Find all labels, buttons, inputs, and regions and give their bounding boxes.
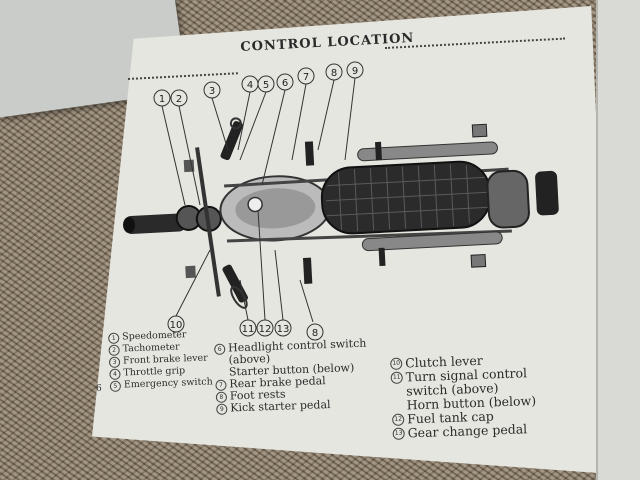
- svg-text:9: 9: [352, 66, 358, 77]
- throttle-grip: [220, 121, 243, 161]
- callout-10: 10: [167, 315, 185, 333]
- mirror-right: [229, 117, 242, 130]
- svg-text:6: 6: [282, 78, 288, 89]
- front-signal-left: [185, 265, 196, 279]
- frame-rail-bottom: [226, 229, 512, 243]
- callout-2: 2: [170, 89, 188, 107]
- manual-page: [92, 6, 612, 474]
- callout-5: 5: [257, 75, 275, 93]
- front-fender: [124, 213, 186, 234]
- seat: [320, 160, 492, 235]
- callout-1: 1: [153, 89, 171, 107]
- fuel-tank-cap: [247, 196, 263, 213]
- front-signal-right: [183, 159, 195, 173]
- svg-text:11: 11: [242, 324, 255, 335]
- gear-change-pedal: [302, 257, 313, 284]
- svg-text:2: 2: [176, 94, 182, 105]
- callout-9: 9: [346, 61, 364, 79]
- svg-text:10: 10: [170, 320, 183, 331]
- svg-text:4: 4: [247, 80, 253, 91]
- muffler-right: [357, 141, 498, 162]
- front-tire: [123, 217, 136, 234]
- page-number: 6: [96, 384, 102, 394]
- handlebar: [195, 147, 221, 297]
- callout-4: 4: [241, 75, 259, 93]
- callout-6: 6: [276, 73, 294, 91]
- svg-text:5: 5: [263, 80, 269, 91]
- callout-3: 3: [203, 81, 221, 99]
- rear-fender: [486, 169, 530, 229]
- facing-page: [596, 0, 640, 480]
- motorcycle-illustration: [123, 117, 559, 309]
- seat-pattern: [325, 164, 489, 232]
- svg-text:8: 8: [331, 68, 337, 79]
- kick-starter: [304, 141, 315, 166]
- rear-signal-left: [470, 253, 487, 268]
- callout-lines: [161, 77, 356, 323]
- svg-text:8: 8: [312, 328, 318, 339]
- foot-rest-left: [378, 247, 386, 267]
- callout-8-bottom: 8: [306, 323, 324, 341]
- foot-rest-right: [375, 141, 382, 161]
- svg-text:1: 1: [159, 94, 165, 105]
- callout-7: 7: [297, 67, 315, 85]
- callout-8-top: 8: [325, 63, 343, 81]
- callout-markers: 1 2 3 4 5 6 7 8 9 10 11 12 13 8: [153, 61, 364, 341]
- svg-text:12: 12: [259, 324, 272, 335]
- svg-text:3: 3: [209, 86, 215, 97]
- callout-12: 12: [256, 319, 274, 337]
- muffler-left: [361, 231, 503, 252]
- svg-text:7: 7: [303, 72, 309, 83]
- rear-tire: [535, 170, 559, 216]
- svg-text:13: 13: [277, 324, 290, 335]
- callout-13: 13: [274, 319, 292, 337]
- callout-11: 11: [239, 319, 257, 337]
- rear-signal-right: [471, 123, 488, 138]
